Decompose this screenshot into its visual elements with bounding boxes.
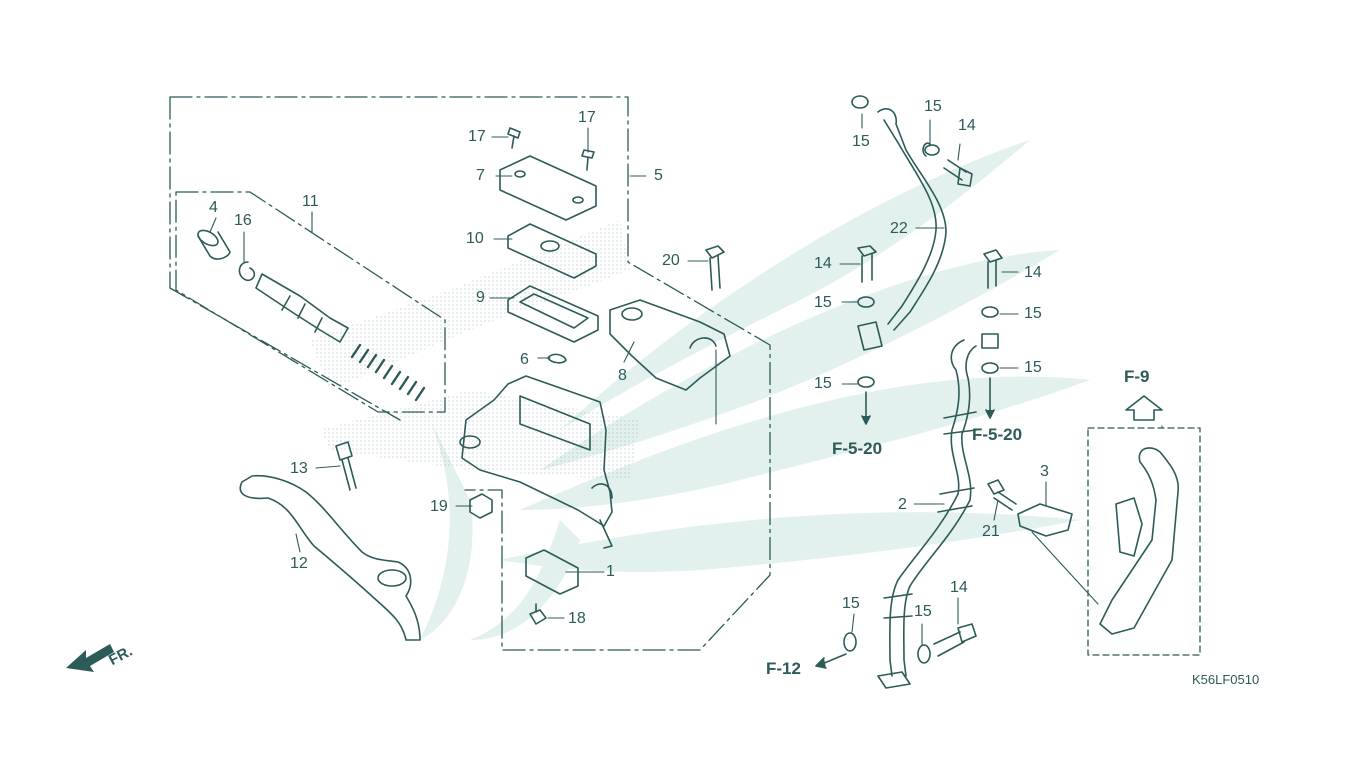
part-2-hose-lower [877, 339, 977, 689]
label-part-14-d: 14 [950, 579, 968, 596]
part-12-lever [239, 474, 421, 641]
part-15-washer-left-2 [857, 376, 875, 388]
label-part-18: 18 [568, 610, 586, 627]
part-18-screw [529, 603, 547, 625]
part-16-circlip [238, 261, 256, 282]
part-15-washer-right-2 [981, 362, 999, 374]
master-cylinder-body [459, 375, 613, 549]
part-4-boot [197, 229, 231, 260]
part-piston [255, 273, 349, 343]
label-part-15-c: 15 [814, 294, 832, 311]
wing-logo-icon [420, 140, 1090, 640]
ref-f-9[interactable]: F-9 [1124, 367, 1150, 386]
part-14-bolt-lower [933, 623, 977, 657]
arrow-up-icon [1125, 395, 1163, 421]
part-13-pivot-bolt [335, 441, 357, 491]
label-part-15-a: 15 [852, 133, 870, 150]
part-spring [350, 343, 426, 402]
part-3-clamp [1017, 503, 1073, 537]
group-outline-5 [169, 96, 771, 651]
label-part-2: 2 [898, 496, 907, 513]
part-15-washer-upper [924, 144, 940, 156]
part-15-washer-right-1 [981, 306, 999, 318]
ref-f-5-20-left[interactable]: F-5-20 [832, 439, 883, 458]
label-part-12: 12 [290, 555, 308, 572]
part-21-bolt [987, 479, 1017, 511]
label-part-15-d: 15 [814, 375, 832, 392]
part-f9-bracket [1099, 447, 1180, 635]
label-part-20: 20 [662, 252, 680, 269]
label-part-17-right: 17 [578, 109, 596, 126]
part-9-diaphragm [507, 285, 599, 343]
label-part-5: 5 [654, 167, 663, 184]
part-hose-joint-left [857, 321, 883, 351]
part-14-bolt-left [857, 245, 877, 283]
part-20-bolt [705, 245, 725, 291]
label-part-4: 4 [209, 199, 218, 216]
label-part-15-e: 15 [1024, 305, 1042, 322]
part-14-bolt-upper [943, 159, 973, 187]
part-10-plate [507, 223, 597, 279]
leader-lines [209, 113, 1163, 647]
label-part-1: 1 [606, 563, 615, 580]
part-17-screw-right [581, 149, 595, 171]
label-part-3: 3 [1040, 463, 1049, 480]
label-part-7: 7 [476, 167, 485, 184]
label-part-21: 21 [982, 523, 1000, 540]
label-part-8: 8 [618, 367, 627, 384]
label-part-14-b: 14 [814, 255, 832, 272]
part-1-switch [525, 549, 579, 595]
label-part-14-c: 14 [1024, 264, 1042, 281]
label-part-9: 9 [476, 289, 485, 306]
part-8-holder [609, 299, 731, 391]
part-15-washer-lower-2 [917, 644, 931, 664]
label-part-15-h: 15 [914, 603, 932, 620]
label-part-10: 10 [466, 230, 484, 247]
label-part-15-f: 15 [1024, 359, 1042, 376]
part-hose-joint-right [981, 333, 999, 349]
part-17-screw-left [507, 127, 521, 149]
ref-f-12[interactable]: F-12 [766, 659, 801, 678]
label-part-15-b: 15 [924, 98, 942, 115]
label-part-19: 19 [430, 498, 448, 515]
diagram-code: K56LF0510 [1192, 672, 1260, 687]
part-19-nut [469, 493, 493, 519]
label-part-14-a: 14 [958, 117, 976, 134]
label-part-16: 16 [234, 212, 252, 229]
label-part-17-left: 17 [468, 128, 486, 145]
part-14-bolt-right [983, 249, 1003, 289]
label-part-22: 22 [890, 220, 908, 237]
group-outline-11 [175, 191, 446, 413]
front-direction-arrow-icon [66, 644, 114, 672]
label-part-15-g: 15 [842, 595, 860, 612]
part-6-bolt [547, 353, 567, 364]
label-part-6: 6 [520, 351, 529, 368]
label-part-13: 13 [290, 460, 308, 477]
group-outline-f9 [1087, 427, 1201, 656]
ref-f-5-20-right[interactable]: F-5-20 [972, 425, 1023, 444]
part-22-hose-upper [851, 95, 947, 331]
part-7-cover [499, 155, 597, 221]
part-15-washer-lower-1 [843, 632, 857, 652]
label-part-11: 11 [302, 193, 319, 210]
